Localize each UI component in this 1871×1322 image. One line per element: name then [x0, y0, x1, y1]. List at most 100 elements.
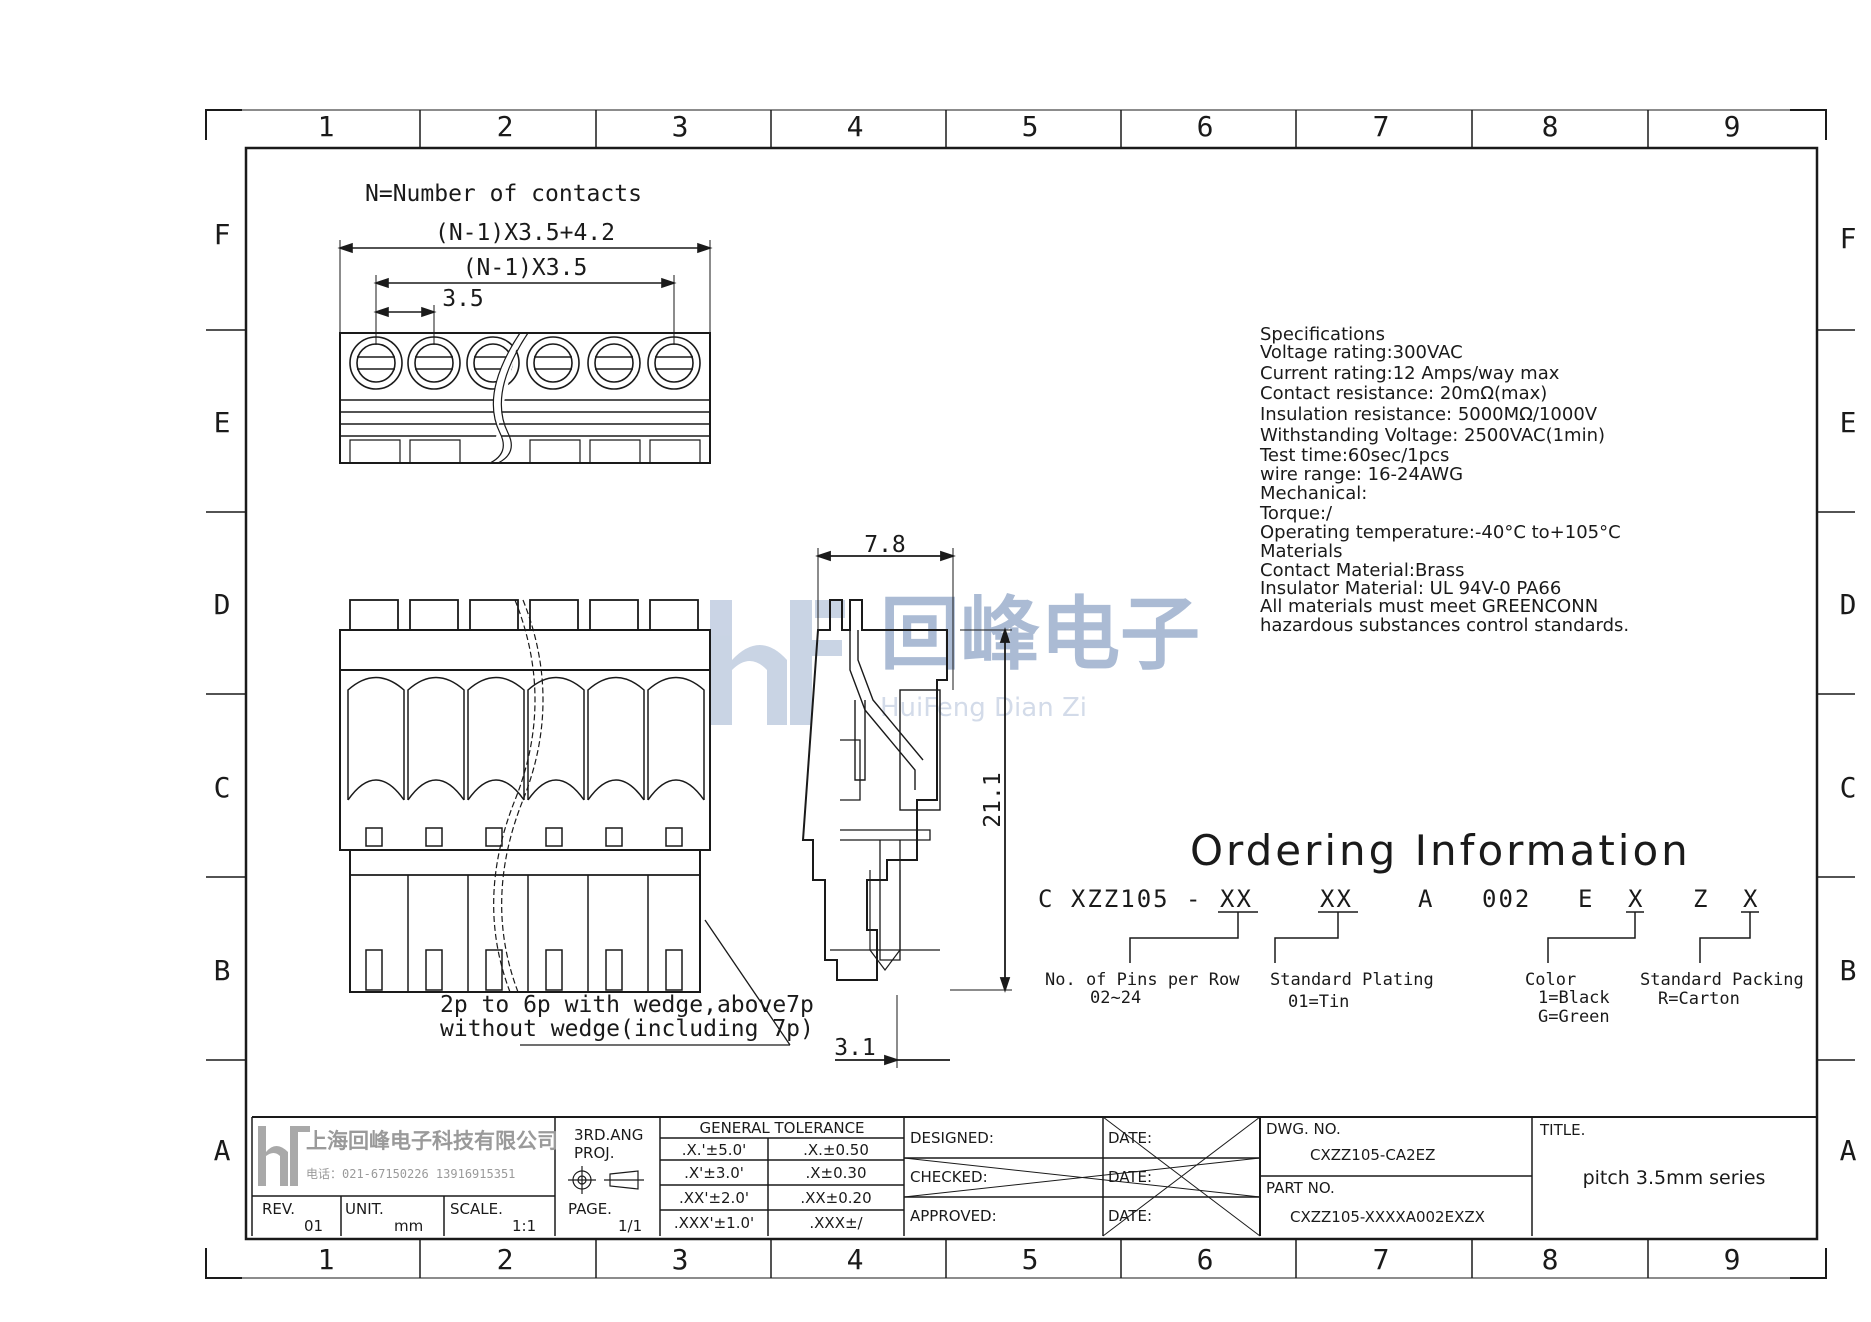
zone-row-c: C [214, 771, 231, 804]
order-code-002: 002 [1482, 885, 1531, 913]
title-label: TITLE. [1539, 1121, 1585, 1139]
label-color: Color [1525, 970, 1576, 990]
date-label-approved: DATE: [1108, 1207, 1152, 1225]
label-color-black: 1=Black [1538, 988, 1610, 1008]
company-name: 上海回峰电子科技有限公司 [306, 1129, 558, 1153]
zone-row-f: F [214, 218, 231, 251]
label-packing: Standard Packing [1640, 970, 1804, 990]
note-wedge-line1: 2p to 6p with wedge,above7p [440, 992, 814, 1018]
dwg-no-value: CXZZ105-CA2EZ [1310, 1146, 1435, 1164]
projection-label-2: PROJ. [574, 1144, 614, 1162]
zone-row-b-right: B [1840, 954, 1857, 987]
label-plating-value: 01=Tin [1288, 992, 1349, 1012]
spec-line: Insulator Material: UL 94V-0 PA66 [1260, 578, 1561, 599]
zone-col-8: 8 [1542, 110, 1559, 143]
spec-line: Operating temperature:-40°C to+105°C [1260, 522, 1621, 543]
unit-value: mm [394, 1217, 423, 1235]
tolerance-cell: .X.'±5.0' [682, 1141, 746, 1159]
dim-width: 7.8 [864, 532, 906, 558]
projection-label-1: 3RD.ANG [574, 1126, 643, 1144]
watermark-cn: 回峰电子 [880, 588, 1200, 681]
projection-symbol [568, 1166, 644, 1194]
zone-col-3: 3 [672, 110, 689, 143]
dwg-no-label: DWG. NO. [1266, 1120, 1341, 1138]
zone-row-d: D [214, 588, 231, 621]
general-tolerance-heading: GENERAL TOLERANCE [699, 1119, 864, 1137]
zone-row-a: A [214, 1134, 231, 1167]
zone-col-9: 9 [1724, 110, 1741, 143]
dim-overall-length: (N-1)X3.5+4.2 [435, 220, 615, 246]
watermark-en: HuiFeng Dian Zi [880, 693, 1087, 723]
company-phone: 电话：021-67150226 13916915351 [306, 1167, 515, 1181]
zone-col-1: 1 [318, 110, 335, 143]
part-no-label: PART NO. [1266, 1179, 1335, 1197]
checked-label: CHECKED: [910, 1168, 988, 1186]
ordering-information: Ordering Information C XZZ105 - XX XX A … [1038, 826, 1804, 1027]
zone-col-5: 5 [1022, 110, 1039, 143]
spec-line: Current rating:12 Amps/way max [1260, 363, 1560, 384]
part-no-value: CXZZ105-XXXXA002EXZX [1290, 1208, 1485, 1226]
scale-label: SCALE. [450, 1200, 503, 1218]
order-code-e: E [1578, 885, 1594, 913]
order-code-color: X [1628, 885, 1644, 913]
order-code-plating: XX [1320, 885, 1353, 913]
tolerance-cell: .XXX'±1.0' [674, 1214, 754, 1232]
specifications-block: Specifications Voltage rating:300VAC Cur… [1259, 324, 1629, 636]
tolerance-cell: .XX'±2.0' [679, 1189, 749, 1207]
label-packing-value: R=Carton [1658, 989, 1740, 1009]
lower-slots [365, 875, 683, 992]
zone-row-f-right: F [1840, 222, 1857, 255]
tolerance-cell: .X.±0.50 [803, 1141, 869, 1159]
label-pins: No. of Pins per Row [1045, 970, 1240, 990]
spec-line: Contact resistance: 20mΩ(max) [1260, 383, 1547, 404]
ordering-title: Ordering Information [1190, 826, 1691, 875]
note-number-of-contacts: N=Number of contacts [365, 181, 642, 207]
zone-labels: 1 2 3 4 5 6 7 8 9 1 2 3 4 5 6 7 8 9 F E … [214, 110, 1857, 1276]
page-label: PAGE. [568, 1200, 612, 1218]
unit-label: UNIT. [345, 1200, 384, 1218]
dim-height: 21.1 [980, 772, 1006, 827]
dim-contact-span: (N-1)X3.5 [463, 255, 588, 281]
label-color-green: G=Green [1538, 1007, 1610, 1027]
spec-line: Voltage rating:300VAC [1260, 342, 1463, 363]
zone-row-d-right: D [1840, 588, 1857, 621]
zone-col-4: 4 [847, 110, 864, 143]
zone-col-4-bottom: 4 [847, 1243, 864, 1276]
spec-line: Withstanding Voltage: 2500VAC(1min) [1260, 425, 1605, 446]
designed-label: DESIGNED: [910, 1129, 994, 1147]
company-logo [258, 1126, 310, 1186]
zone-col-8-bottom: 8 [1542, 1243, 1559, 1276]
date-label-checked: DATE: [1108, 1168, 1152, 1186]
zone-row-a-right: A [1840, 1134, 1857, 1167]
zone-col-2: 2 [497, 110, 514, 143]
label-pins-range: 02~24 [1090, 988, 1141, 1008]
note-wedge-line2: without wedge(including 7p) [440, 1016, 814, 1042]
zone-col-5-bottom: 5 [1022, 1243, 1039, 1276]
top-view-drawing: N=Number of contacts (N-1)X3.5+4.2 (N-1)… [337, 181, 713, 464]
front-view-drawing: 2p to 6p with wedge,above7p without wedg… [339, 599, 814, 1046]
order-code-prefix: C XZZ105 - [1038, 885, 1203, 913]
tolerance-cell: .X±0.30 [805, 1164, 866, 1182]
label-plating: Standard Plating [1270, 970, 1434, 990]
order-code-z: Z [1693, 885, 1709, 913]
approved-label: APPROVED: [910, 1207, 997, 1225]
zone-col-6: 6 [1197, 110, 1214, 143]
watermark: 回峰电子 HuiFeng Dian Zi [710, 588, 1200, 725]
order-code-a: A [1418, 885, 1434, 913]
latch-windows [365, 827, 683, 847]
dim-offset: 3.1 [834, 1035, 876, 1061]
watermark-logo [710, 600, 845, 725]
zone-col-6-bottom: 6 [1197, 1243, 1214, 1276]
tolerance-cell: .XX±0.20 [800, 1189, 871, 1207]
zone-row-e-right: E [1840, 406, 1857, 439]
screw-heads [349, 336, 701, 390]
tolerance-cell: .X'±3.0' [684, 1164, 744, 1182]
date-label-designed: DATE: [1108, 1129, 1152, 1147]
spec-line: Test time:60sec/1pcs [1259, 445, 1449, 466]
title-block: 上海回峰电子科技有限公司 电话：021-67150226 13916915351… [251, 1116, 1817, 1237]
drawing-title: pitch 3.5mm series [1583, 1167, 1766, 1189]
page-value: 1/1 [618, 1217, 642, 1235]
spec-line: Insulation resistance: 5000MΩ/1000V [1260, 404, 1598, 425]
zone-col-7-bottom: 7 [1373, 1243, 1390, 1276]
